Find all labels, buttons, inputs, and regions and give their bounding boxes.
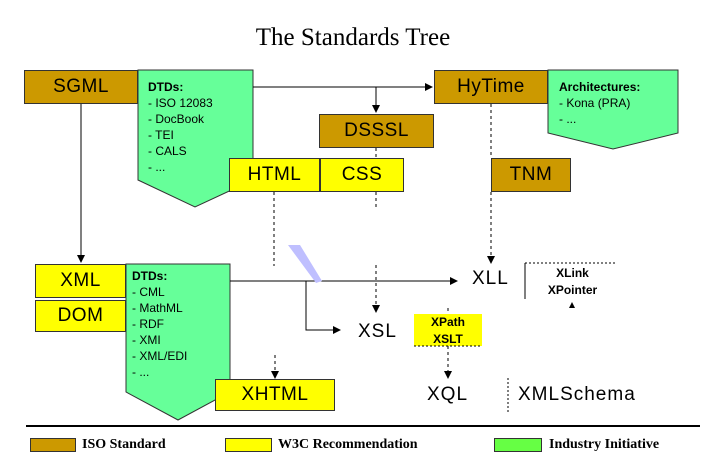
diagram-title: The Standards Tree <box>255 24 451 51</box>
node-dom: DOM <box>35 300 126 332</box>
xml-dtds-note: DTDs: - CML - MathML - RDF - XMI - XML/E… <box>132 268 187 380</box>
legend-label-w3c: W3C Recommendation <box>278 437 418 452</box>
xml-dtd-item: - MathML <box>132 301 183 315</box>
xpointer-caret-icon <box>569 302 575 308</box>
legend-swatch-w3c <box>225 438 272 452</box>
sgml-dtds-callout <box>137 69 254 208</box>
node-xmlschema: XMLSchema <box>518 384 636 405</box>
hytime-arch-item: - Kona (PRA) <box>559 96 631 110</box>
xpath-xslt-box <box>414 314 482 346</box>
node-xslt: XSLT <box>433 332 463 346</box>
sgml-dtd-item: - ISO 12083 <box>148 96 213 110</box>
node-html: HTML <box>229 158 320 192</box>
legend-swatch-industry <box>494 438 542 452</box>
sgml-dtd-item: - CALS <box>148 144 187 158</box>
hytime-arch-note: Architectures: - Kona (PRA) - ... <box>559 79 640 127</box>
sgml-dtd-item: - ... <box>148 160 166 174</box>
node-tnm: TNM <box>491 158 571 192</box>
xpath-xslt-labels: XPath XSLT <box>414 314 482 348</box>
xml-to-xsl-line <box>305 281 341 334</box>
node-xll: XLL <box>472 268 509 289</box>
sgml-dtd-item: - TEI <box>148 128 174 142</box>
legend-label-industry: Industry Initiative <box>549 437 660 452</box>
node-xpointer: XPointer <box>547 283 598 297</box>
xml-dtd-item: - XML/EDI <box>132 349 188 363</box>
hytime-arch-heading: Architectures: <box>559 80 641 94</box>
node-xql: XQL <box>427 384 469 405</box>
node-xhtml: XHTML <box>215 379 335 411</box>
node-xpath: XPath <box>430 315 465 329</box>
legend-swatch-iso <box>30 438 76 452</box>
sgml-dtds-note: DTDs: - ISO 12083 - DocBook - TEI - CALS… <box>148 79 213 175</box>
node-hytime: HyTime <box>434 70 548 104</box>
decorative-blue-stroke <box>288 245 322 283</box>
xlink-xpointer-labels: XLink XPointer <box>530 265 615 299</box>
xml-dtd-item: - XMI <box>132 333 161 347</box>
legend-label-iso: ISO Standard <box>82 437 166 452</box>
node-xsl: XSL <box>358 321 397 342</box>
node-dsssl: DSSSL <box>319 114 434 148</box>
sgml-dtds-heading: DTDs: <box>148 80 184 94</box>
node-css: CSS <box>320 158 404 192</box>
hytime-arch-callout <box>547 69 679 150</box>
xml-dtd-item: - CML <box>132 285 165 299</box>
xml-dtd-item: - ... <box>132 365 150 379</box>
node-xlink: XLink <box>556 266 589 280</box>
hytime-arch-item: - ... <box>559 112 577 126</box>
xml-dtds-heading: DTDs: <box>132 269 168 283</box>
sgml-dtd-item: - DocBook <box>148 112 205 126</box>
xml-dtds-callout <box>125 263 231 421</box>
node-sgml: SGML <box>24 70 138 104</box>
node-xml: XML <box>35 264 126 298</box>
xml-dtd-item: - RDF <box>132 317 164 331</box>
